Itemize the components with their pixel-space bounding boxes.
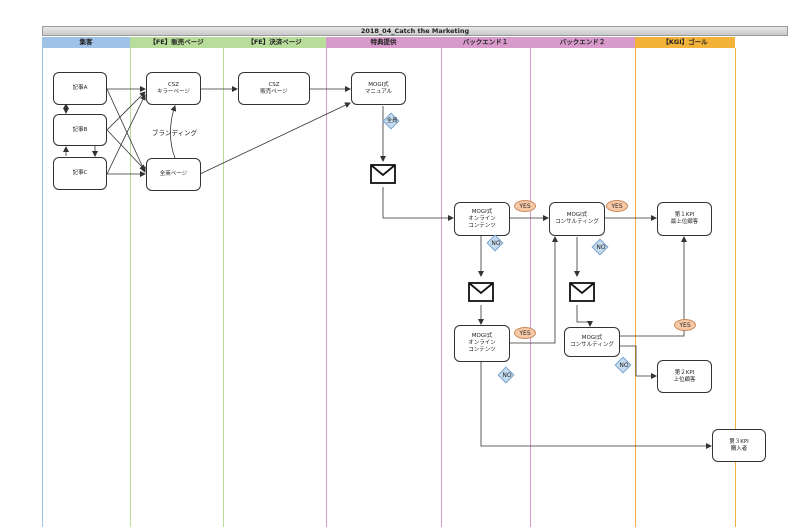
connector — [106, 91, 146, 131]
node-label: 記事B — [72, 126, 88, 133]
node-label: 販売ページ — [260, 88, 288, 95]
connector — [106, 129, 146, 171]
lane-divider — [130, 48, 131, 527]
lane-header-bonus: 特典提供 — [326, 37, 441, 48]
no-diamond: NO — [486, 234, 506, 252]
node-label: MOGI式 — [581, 335, 603, 341]
connector — [106, 94, 146, 175]
all-pages-node: 全商ページ — [146, 158, 201, 191]
node-label: 全商ページ — [159, 171, 188, 177]
node-label: コンテンツ — [468, 222, 496, 229]
lane-divider — [441, 48, 442, 527]
kpi3-purchaser-node: 第３KPI 購入者 — [712, 429, 766, 462]
node-label: CSZ — [268, 81, 280, 88]
node-label: 最上位顧客 — [670, 219, 699, 225]
node-label: MOGI式 — [566, 212, 588, 218]
node-label: CSZ — [167, 81, 180, 88]
connector — [199, 102, 351, 175]
csz-sales-page-node: CSZ 販売ページ — [238, 72, 310, 105]
mogi-online-content-1-node: MOGI式 オンライン コンテンツ — [454, 202, 510, 236]
article-a-node: 記事A — [53, 72, 107, 105]
no-label: NO — [502, 372, 512, 379]
connector — [170, 105, 177, 159]
node-label: 記事A — [72, 85, 88, 91]
node-label: コンテンツ — [468, 347, 496, 353]
node-label: 第１KPI — [674, 212, 695, 218]
no-label: NO — [491, 240, 501, 247]
lane-divider — [223, 48, 224, 527]
article-c-node: 記事C — [53, 157, 107, 190]
kpi2-upper-customer-node: 第２KPI 上位顧客 — [657, 360, 712, 393]
yes-badge: YES — [606, 200, 628, 212]
mogi-manual-node: MOGI式 マニュアル — [351, 72, 406, 105]
node-label: キラーページ — [157, 88, 190, 95]
no-label: NO — [619, 362, 629, 369]
connector — [620, 345, 657, 379]
node-label: 上位顧客 — [673, 376, 696, 383]
article-b-node: 記事B — [53, 114, 107, 146]
diagram-title: 2018_04_Catch the Marketing — [42, 26, 788, 36]
yes-badge: YES — [514, 327, 536, 339]
node-label: マニュアル — [364, 88, 393, 95]
connector — [382, 187, 454, 221]
yes-badge: YES — [674, 319, 696, 331]
mogi-online-content-2-node: MOGI式 オンライン コンテンツ — [454, 325, 510, 362]
mogi-consulting-1-node: MOGI式 コンサルティング — [549, 202, 605, 236]
node-label: コンサルティング — [570, 342, 614, 348]
lane-divider — [326, 48, 327, 527]
lane-header-backend-1: バックエンド１ — [441, 37, 530, 48]
kpi1-top-customer-node: 第１KPI 最上位顧客 — [657, 202, 712, 236]
all-members-label: 全員 — [386, 118, 398, 124]
no-diamond: NO — [614, 356, 634, 374]
node-label: 第３KPI — [729, 438, 749, 445]
lane-header-backend-2: バックエンド２ — [530, 37, 635, 48]
node-label: オンライン — [468, 340, 496, 346]
connector — [510, 236, 558, 344]
node-label: コンサルティング — [555, 219, 599, 225]
lane-divider — [635, 48, 636, 527]
node-label: 第２KPI — [674, 369, 695, 376]
node-label: 購入者 — [730, 445, 748, 452]
no-label: NO — [596, 244, 606, 251]
node-label: 記事C — [72, 170, 88, 176]
connector — [620, 236, 687, 337]
lane-header-fe-sales-page: 【FE】販売ページ — [130, 37, 223, 48]
csz-killer-page-node: CSZ キラーページ — [146, 72, 201, 105]
node-label: MOGI式 — [471, 208, 493, 215]
lane-divider — [530, 48, 531, 527]
yes-badge: YES — [514, 200, 536, 212]
node-label: MOGI式 — [368, 81, 389, 88]
mail-icon — [468, 282, 494, 302]
mail-icon — [569, 282, 595, 302]
connector — [576, 305, 593, 327]
lane-header-acquisition: 集客 — [42, 37, 130, 48]
lane-header-kgi-goal: 【KGI】ゴール — [635, 37, 735, 48]
node-label: オンライン — [468, 215, 496, 222]
connector — [480, 362, 712, 449]
all-members-diamond: 全員 — [380, 112, 404, 130]
connector — [106, 88, 146, 173]
no-diamond: NO — [591, 238, 611, 256]
mail-icon — [370, 164, 396, 184]
no-diamond: NO — [497, 366, 517, 384]
mogi-consulting-2-node: MOGI式 コンサルティング — [564, 327, 620, 357]
lane-divider — [735, 48, 736, 527]
lane-header-fe-payment-page: 【FE】決済ページ — [223, 37, 326, 48]
node-label: MOGI式 — [471, 333, 493, 339]
branding-label: ブランディング — [152, 129, 198, 137]
lane-divider — [42, 48, 43, 527]
